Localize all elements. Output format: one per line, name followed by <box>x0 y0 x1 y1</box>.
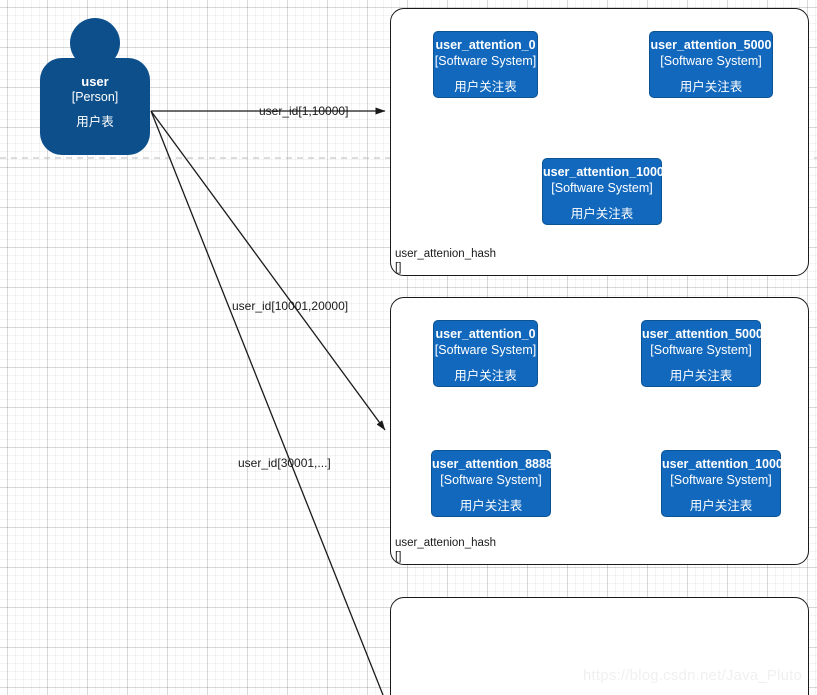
system-box-type: [Software System] <box>670 473 772 487</box>
system-box-description: 用户关注表 <box>454 369 517 383</box>
person-actor-name: user <box>81 74 109 89</box>
system-box-name: user_attention_10000 <box>543 165 671 179</box>
system-box-type: [Software System] <box>551 181 653 195</box>
system-box-type: [Software System] <box>660 54 762 68</box>
system-box-name: user_attention_5000 <box>642 327 763 341</box>
system-box-user-attention-5000[interactable]: user_attention_5000 [Software System] 用户… <box>649 31 773 98</box>
edge-label-1: user_id[1,10000] <box>259 104 349 118</box>
system-box-user-attention-0[interactable]: user_attention_0 [Software System] 用户关注表 <box>433 320 538 387</box>
system-box-type: [Software System] <box>650 343 752 357</box>
system-box-user-attention-8888[interactable]: user_attention_8888 [Software System] 用户… <box>431 450 553 517</box>
boundary-user-attenion-hash-1[interactable]: user_attention_0 [Software System] 用户关注表… <box>390 8 809 276</box>
system-box-description: 用户关注表 <box>570 207 634 221</box>
system-box-name: user_attention_8888 <box>432 457 553 471</box>
system-box-name: user_attention_0 <box>435 38 536 52</box>
system-box-user-attention-10000[interactable]: user_attention_10000 [Software System] 用… <box>542 158 671 225</box>
edge-line-3 <box>150 110 384 695</box>
boundary-label-name: user_attenion_hash <box>395 537 497 549</box>
boundary-user-attenion-hash-2[interactable]: user_attention_0 [Software System] 用户关注表… <box>390 297 809 565</box>
system-box-type: [Software System] <box>434 54 537 68</box>
system-box-description: 用户关注表 <box>669 369 733 383</box>
edge-label-3: user_id[30001,...] <box>238 456 331 470</box>
person-actor-shape <box>40 18 150 155</box>
edge-line-2 <box>150 110 386 431</box>
system-box-name: user_attention_0 <box>435 327 536 341</box>
system-box-name: user_attention_10000 <box>662 457 790 471</box>
system-box-description: 用户关注表 <box>454 80 517 94</box>
boundary-label-name: user_attenion_hash <box>395 248 497 260</box>
person-actor[interactable]: user [Person] 用户表 <box>40 74 150 130</box>
system-box-type: [Software System] <box>434 343 537 357</box>
boundary-user-attenion-hash-3[interactable] <box>390 597 809 695</box>
boundary-label-type: [] <box>395 551 402 563</box>
system-box-user-attention-0[interactable]: user_attention_0 [Software System] 用户关注表 <box>433 31 538 98</box>
system-box-type: [Software System] <box>440 473 542 487</box>
person-actor-description: 用户表 <box>76 115 114 129</box>
boundary-label: user_attenion_hash [] <box>395 536 496 564</box>
system-box-description: 用户关注表 <box>689 499 753 513</box>
boundary-label: user_attenion_hash [] <box>395 247 496 275</box>
edge-label-2: user_id[10001,20000] <box>232 299 349 313</box>
boundary-label-type: [] <box>395 262 402 274</box>
system-box-name: user_attention_5000 <box>650 38 772 52</box>
person-actor-type: [Person] <box>71 90 119 104</box>
system-box-user-attention-5000[interactable]: user_attention_5000 [Software System] 用户… <box>641 320 763 387</box>
system-box-description: 用户关注表 <box>459 499 523 513</box>
system-box-description: 用户关注表 <box>679 80 743 94</box>
system-box-user-attention-10000[interactable]: user_attention_10000 [Software System] 用… <box>661 450 790 517</box>
